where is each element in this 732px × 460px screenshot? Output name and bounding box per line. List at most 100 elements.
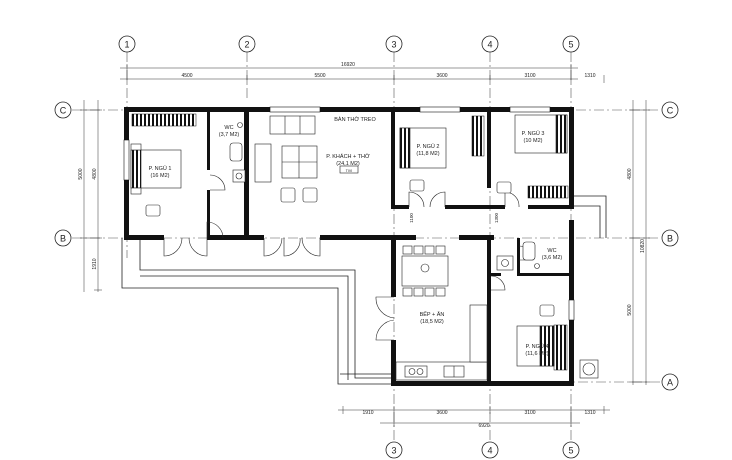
chair-4	[539, 304, 555, 317]
svg-text:3: 3	[391, 40, 396, 50]
toilet-1	[229, 142, 243, 162]
wc2-fixtures	[496, 241, 540, 271]
area-bedroom3: (10 M2)	[524, 138, 543, 144]
label-altar: BÀN THỜ TREO	[334, 116, 376, 123]
stool-2	[302, 187, 318, 203]
bedroom3-furniture	[496, 114, 568, 194]
grid-bubbles-top: 1 2 3 4 5	[118, 35, 580, 53]
dim-top-2: 5500	[314, 73, 325, 79]
grid-bubbles-bottom: 3 4 5	[385, 441, 580, 459]
label-kitchen: BẾP + ĂN	[420, 311, 445, 318]
area-bedroom2: (11,8 M2)	[416, 151, 439, 157]
chair-3	[496, 181, 512, 194]
dim-bottom-total: 6920	[478, 423, 489, 429]
stool-1	[280, 187, 296, 203]
area-wc1: (3,7 M2)	[219, 132, 240, 138]
dim-right-2: 10820	[640, 239, 646, 253]
grid-bubbles-side: C B C B A	[54, 101, 679, 391]
toilet-2	[522, 241, 536, 261]
area-bedroom1: (16 M2)	[151, 173, 170, 179]
dim-top-5: 1310	[584, 73, 595, 79]
label-bedroom4: P. NGỦ 4	[526, 343, 549, 350]
room-labels: P. NGỦ 1 (16 M2) WC (3,7 M2) BÀN THỜ TRE…	[149, 116, 563, 357]
wardrobe-bedroom4	[553, 324, 568, 371]
grid-bubble-5-bottom: 5	[562, 441, 580, 459]
sofa-top	[269, 115, 316, 135]
grid-bubble-c-left: C	[54, 101, 72, 119]
dim-inner-1: 1100	[409, 213, 414, 223]
area-bedroom4: (11,6 M2)	[525, 351, 548, 357]
grid-bubble-4-bottom: 4	[481, 441, 499, 459]
tv-stand	[339, 165, 359, 174]
dim-top-3: 3600	[436, 73, 447, 79]
svg-text:B: B	[60, 234, 66, 244]
grid-bubble-b-left: B	[54, 229, 72, 247]
chair-1	[145, 204, 161, 217]
svg-text:A: A	[667, 378, 673, 388]
grid-bubble-c-right: C	[661, 101, 679, 119]
dim-bottom-4: 1310	[584, 410, 595, 416]
dim-bottom-1: 1910	[362, 410, 373, 416]
dim-bottom-2: 3600	[436, 410, 447, 416]
dim-top-total: 16920	[341, 62, 355, 68]
windows	[123, 106, 575, 321]
living-furniture	[254, 115, 359, 203]
flower-vase	[420, 263, 430, 273]
svg-text:B: B	[667, 234, 673, 244]
wardrobes	[131, 113, 569, 371]
dim-bottom-3: 3100	[524, 410, 535, 416]
dimension-labels: 16920 4500 5500 3600 3100 1310 5000 4800…	[78, 62, 646, 429]
walls	[124, 107, 574, 386]
label-bedroom3: P. NGỦ 3	[522, 130, 545, 137]
grid-bubble-2: 2	[238, 35, 256, 53]
svg-text:5: 5	[568, 40, 573, 50]
label-wc1: WC	[224, 125, 233, 131]
bedroom2-furniture	[399, 127, 447, 192]
dim-left-3: 1910	[92, 258, 98, 269]
doors	[163, 174, 534, 341]
wardrobe-bedroom3	[527, 185, 569, 199]
grid-bubble-3: 3	[385, 35, 403, 53]
label-bedroom2: P. NGỦ 2	[417, 143, 440, 150]
area-living: (24,1 M2)	[336, 161, 360, 167]
grid-bubble-a-right: A	[661, 373, 679, 391]
bedroom1-furniture	[130, 143, 182, 217]
grid-bubble-4: 4	[481, 35, 499, 53]
dim-right-1: 4800	[627, 168, 633, 179]
chair-2	[409, 179, 425, 192]
svg-text:4: 4	[487, 446, 492, 456]
dim-right-3: 5000	[627, 304, 633, 315]
svg-text:4: 4	[487, 40, 492, 50]
shower-1	[237, 122, 243, 128]
grid-bubble-b-right: B	[661, 229, 679, 247]
dim-left-1: 5000	[78, 168, 84, 179]
dim-top-1: 4500	[181, 73, 192, 79]
svg-text:2: 2	[244, 40, 249, 50]
area-kitchen: (18,5 M2)	[420, 319, 444, 325]
bedroom4-furniture	[516, 304, 599, 379]
svg-text:C: C	[60, 106, 67, 116]
svg-text:3: 3	[391, 446, 396, 456]
label-living: P. KHÁCH + THỜ	[326, 153, 370, 160]
label-wc2: WC	[547, 248, 556, 254]
dim-left-2: 4800	[92, 168, 98, 179]
wardrobe-bedroom2	[471, 115, 485, 157]
grid-bubble-3-bottom: 3	[385, 441, 403, 459]
grid-bubble-1: 1	[118, 35, 136, 53]
label-bedroom1: P. NGỦ 1	[149, 165, 172, 172]
svg-text:C: C	[667, 106, 674, 116]
grid-bubble-5: 5	[562, 35, 580, 53]
wardrobe-bedroom1	[131, 113, 197, 127]
dimension-lines	[80, 64, 650, 427]
wc1-fixtures	[229, 122, 246, 183]
dim-inner-2: 1300	[494, 212, 499, 223]
terrace-outline	[121, 195, 607, 385]
svg-text:1: 1	[124, 40, 129, 50]
sofa-left	[254, 143, 272, 183]
area-wc2: (3,6 M2)	[542, 255, 563, 261]
dim-top-4: 3100	[524, 73, 535, 79]
svg-text:5: 5	[568, 446, 573, 456]
stove	[404, 365, 428, 378]
kitchen-furniture	[395, 245, 488, 381]
